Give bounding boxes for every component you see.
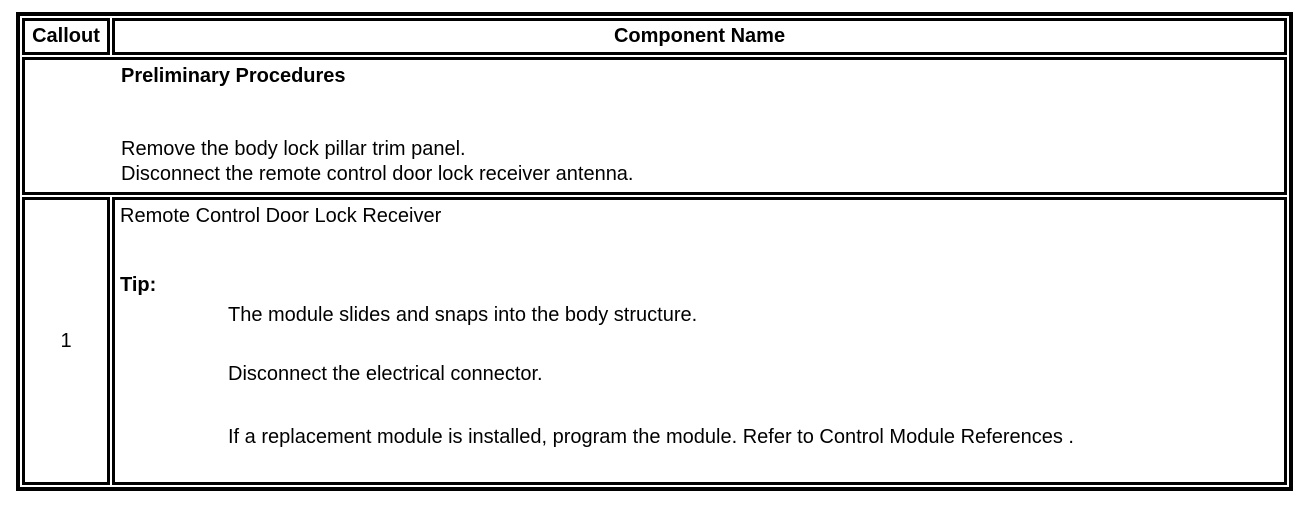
tip-item: The module slides and snaps into the bod…	[228, 304, 698, 326]
component-name-column-header: Component Name	[112, 18, 1287, 55]
component-row: 1 Remote Control Door Lock Receiver Tip:…	[22, 197, 1287, 485]
component-table: Callout Component Name Preliminary Proce…	[16, 12, 1293, 491]
tip-item: Disconnect the electrical connector.	[228, 363, 543, 385]
preliminary-row: Preliminary Procedures Remove the body l…	[22, 57, 1287, 195]
tip-label: Tip:	[120, 274, 157, 296]
component-name: Remote Control Door Lock Receiver	[120, 205, 442, 227]
preliminary-cell: Preliminary Procedures Remove the body l…	[22, 57, 1287, 195]
callout-column-header: Callout	[22, 18, 110, 55]
preliminary-step: Remove the body lock pillar trim panel.	[121, 138, 466, 160]
component-description-cell: Remote Control Door Lock Receiver Tip: T…	[112, 197, 1287, 485]
preliminary-steps: Remove the body lock pillar trim panel. …	[121, 137, 1279, 187]
tip-item: If a replacement module is installed, pr…	[228, 426, 1074, 448]
preliminary-title: Preliminary Procedures	[121, 65, 346, 87]
callout-number-cell: 1	[22, 197, 110, 485]
header-row: Callout Component Name	[22, 18, 1287, 55]
preliminary-step: Disconnect the remote control door lock …	[121, 163, 634, 185]
